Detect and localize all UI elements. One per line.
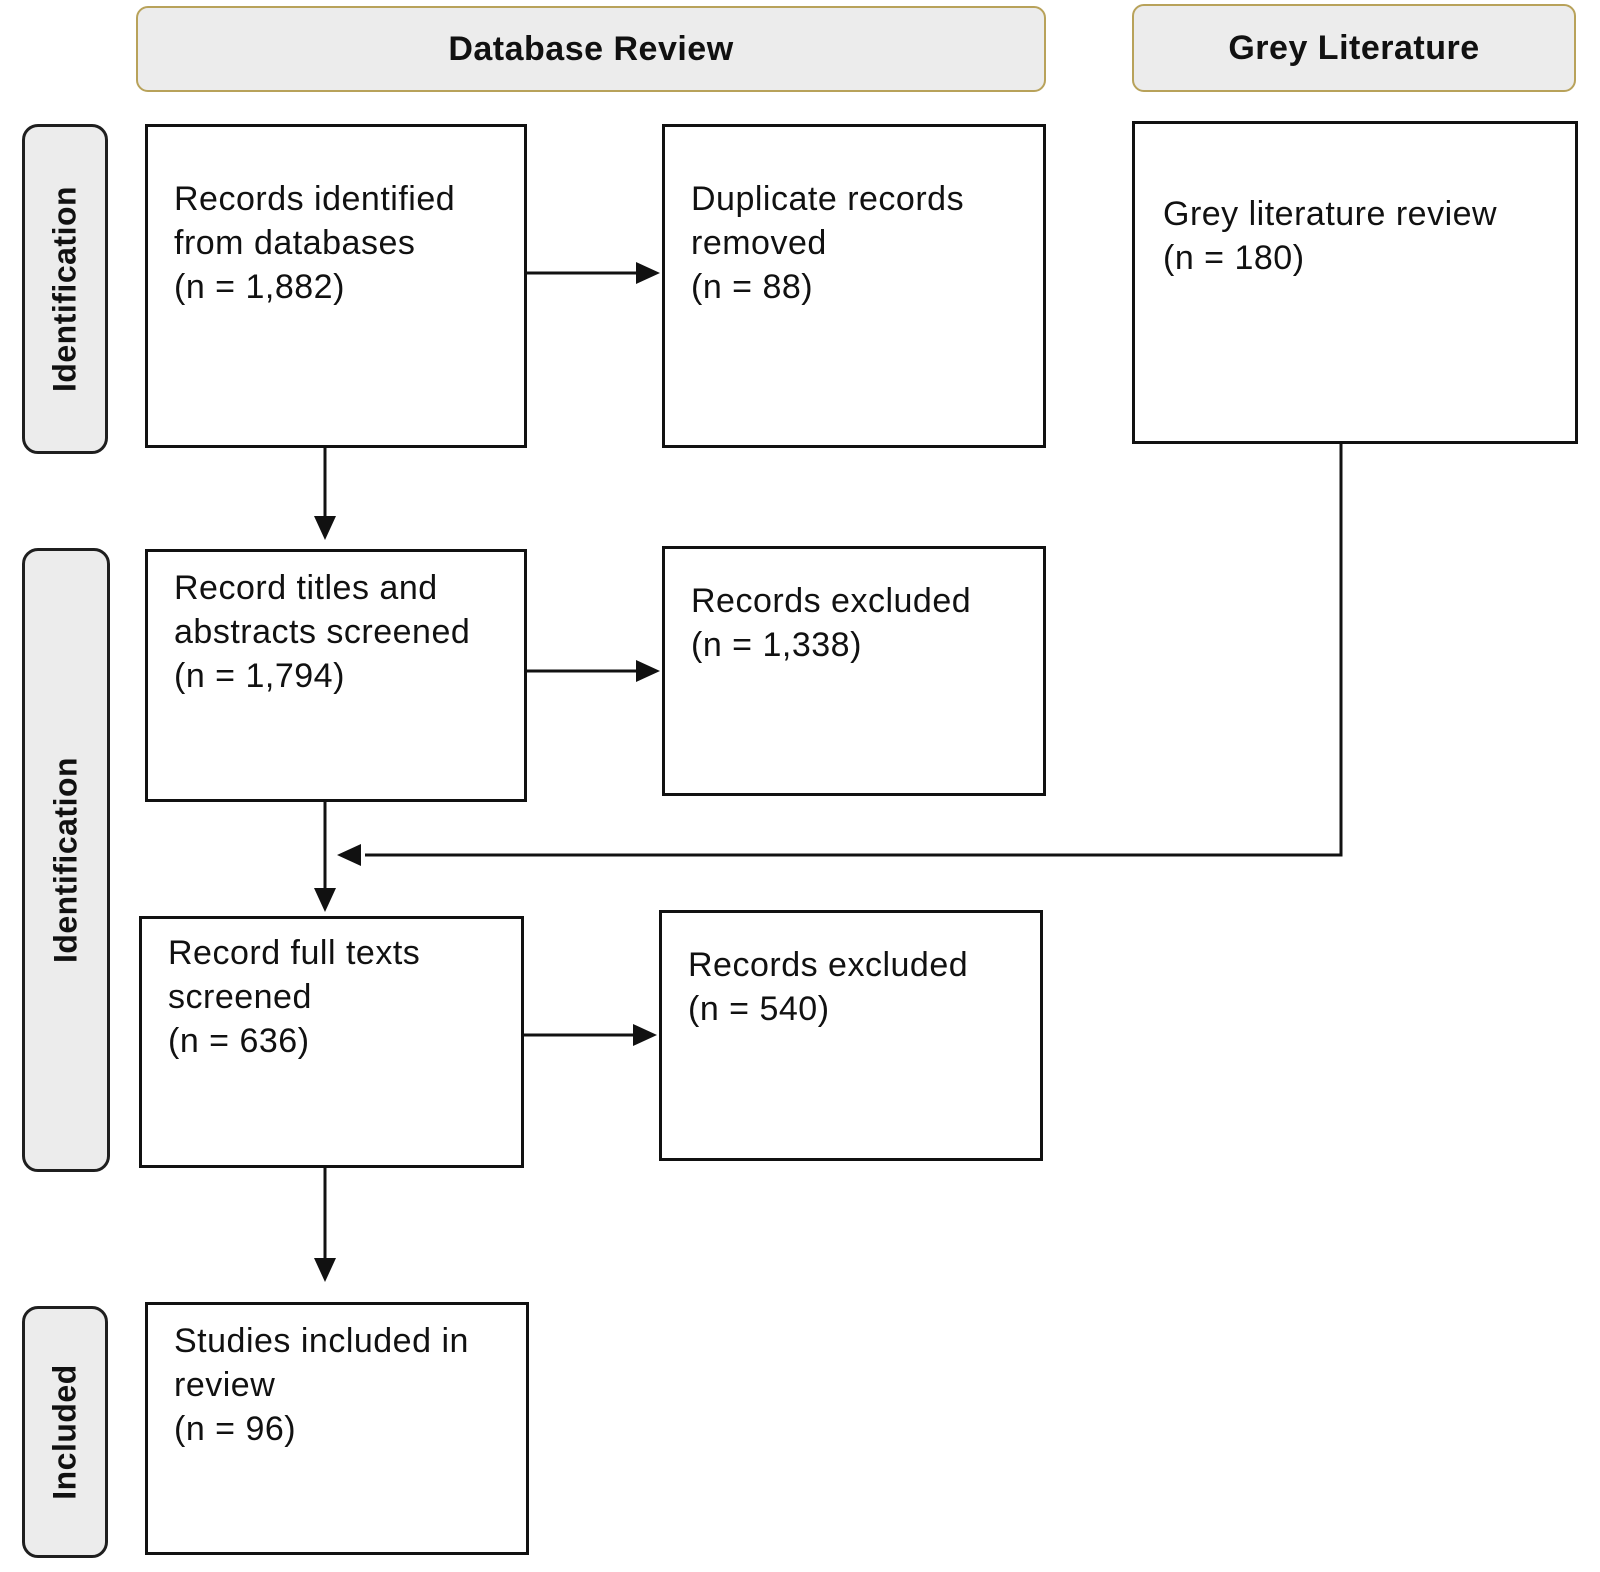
header-grey-literature-label: Grey Literature <box>1228 28 1480 67</box>
arrowhead-grey-merge <box>337 844 361 866</box>
grey-literature-review-count: (n = 180) <box>1163 239 1305 277</box>
arrowhead-duplicates <box>636 262 660 284</box>
duplicates-removed-text: Duplicate records removed (n = 88) <box>691 177 1033 309</box>
titles-abstracts-screened-text: Record titles and abstracts screened (n … <box>174 566 514 698</box>
records-identified-line2: from databases <box>174 224 416 262</box>
titles-abstracts-count: (n = 1,794) <box>174 657 345 695</box>
records-excluded-2-line1: Records excluded <box>688 946 969 984</box>
arrowhead-screened <box>314 516 336 540</box>
grey-literature-review-text: Grey literature review (n = 180) <box>1163 192 1565 280</box>
phase-included: Included <box>22 1306 108 1558</box>
header-grey-literature: Grey Literature <box>1132 4 1576 92</box>
duplicates-removed-count: (n = 88) <box>691 268 814 306</box>
studies-included-line1: Studies included in <box>174 1322 469 1360</box>
full-texts-screened-text: Record full texts screened (n = 636) <box>168 931 511 1063</box>
records-excluded-1-line1: Records excluded <box>691 582 972 620</box>
full-texts-line2: screened <box>168 978 312 1016</box>
phase-identification-1: Identification <box>22 124 108 454</box>
records-excluded-2-count: (n = 540) <box>688 990 830 1028</box>
records-excluded-1-box: Records excluded (n = 1,338) <box>662 546 1046 796</box>
records-excluded-1-text: Records excluded (n = 1,338) <box>691 579 1033 667</box>
records-identified-text: Records identified from databases (n = 1… <box>174 177 514 309</box>
titles-abstracts-line1: Record titles and <box>174 569 438 607</box>
arrowhead-full-texts <box>314 888 336 912</box>
records-identified-line1: Records identified <box>174 180 456 218</box>
titles-abstracts-line2: abstracts screened <box>174 613 471 651</box>
records-identified-count: (n = 1,882) <box>174 268 345 306</box>
arrowhead-excluded-1 <box>636 660 660 682</box>
arrowhead-included <box>314 1258 336 1282</box>
records-excluded-2-box: Records excluded (n = 540) <box>659 910 1043 1161</box>
titles-abstracts-screened-box: Record titles and abstracts screened (n … <box>145 549 527 802</box>
records-excluded-2-text: Records excluded (n = 540) <box>688 943 1030 1031</box>
phase-identification-2: Identification <box>22 548 110 1172</box>
arrowhead-excluded-2 <box>633 1024 657 1046</box>
records-excluded-1-count: (n = 1,338) <box>691 626 862 664</box>
records-identified-box: Records identified from databases (n = 1… <box>145 124 527 448</box>
duplicates-removed-box: Duplicate records removed (n = 88) <box>662 124 1046 448</box>
studies-included-line2: review <box>174 1366 276 1404</box>
full-texts-screened-box: Record full texts screened (n = 636) <box>139 916 524 1168</box>
studies-included-count: (n = 96) <box>174 1410 297 1448</box>
header-database-review-label: Database Review <box>448 29 734 68</box>
studies-included-text: Studies included in review (n = 96) <box>174 1319 516 1451</box>
grey-literature-review-line1: Grey literature review <box>1163 195 1498 233</box>
header-database-review: Database Review <box>136 6 1046 92</box>
arrow-grey-literature-merge <box>365 444 1343 857</box>
duplicates-removed-line1: Duplicate records <box>691 180 965 218</box>
studies-included-box: Studies included in review (n = 96) <box>145 1302 529 1555</box>
grey-literature-review-box: Grey literature review (n = 180) <box>1132 121 1578 444</box>
full-texts-line1: Record full texts <box>168 934 421 972</box>
duplicates-removed-line2: removed <box>691 224 827 262</box>
full-texts-count: (n = 636) <box>168 1022 310 1060</box>
